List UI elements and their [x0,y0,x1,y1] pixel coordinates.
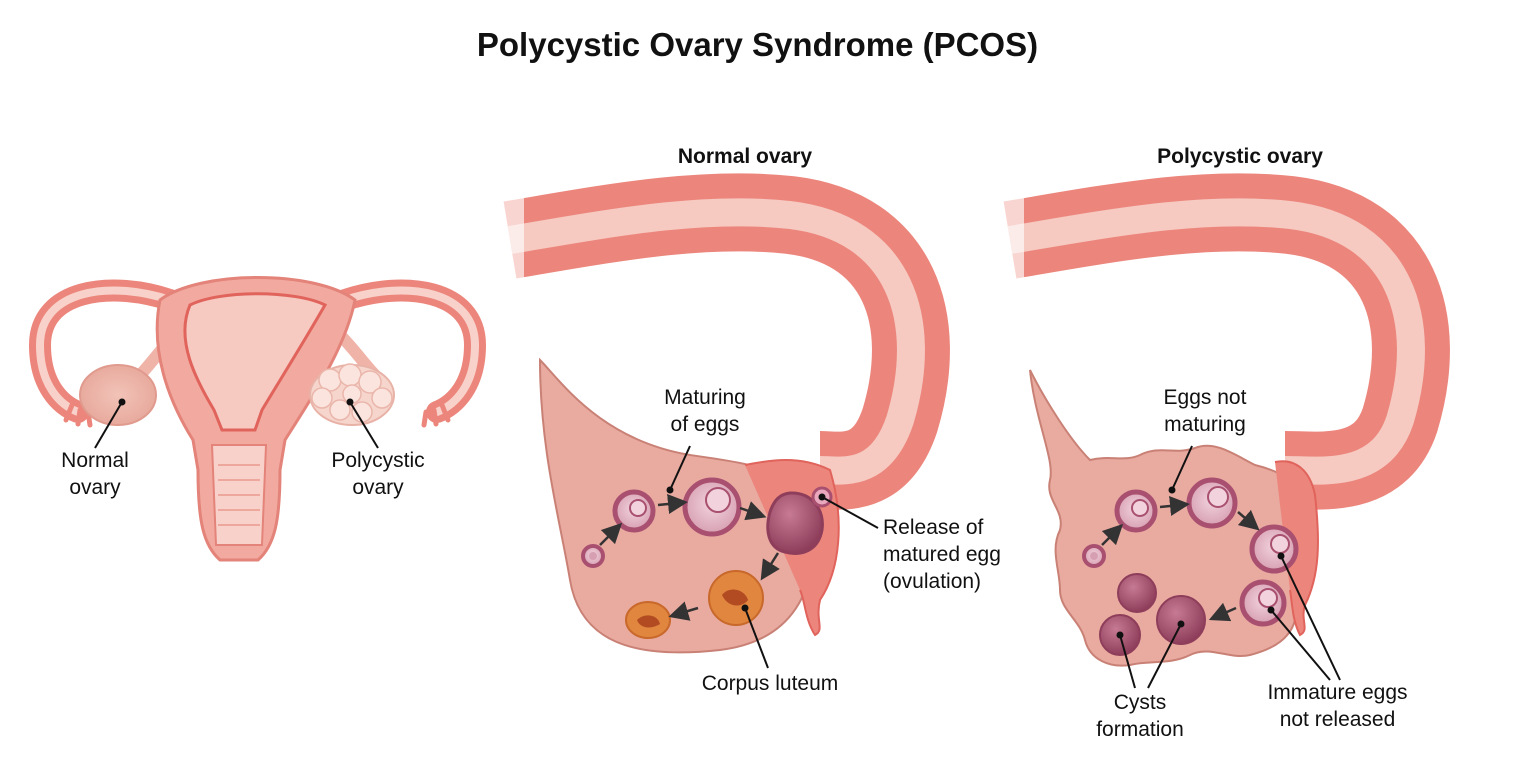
cyst-1 [1117,573,1157,613]
uterus-illustration [28,276,487,562]
normal-ovary-small [79,364,157,426]
label-corpus-luteum: Corpus luteum [701,672,839,695]
corpus-luteum-2 [625,601,671,639]
ruptured-follicle [766,491,824,555]
normal-ovary-panel [496,173,950,669]
corpus-luteum-1 [708,570,764,626]
polycystic-ovary-small [309,363,395,426]
cyst-2 [1156,595,1206,645]
polycystic-ovary-panel [996,173,1450,689]
normal-ovary-heading: Normal ovary [677,145,813,168]
polycystic-ovary-heading: Polycystic ovary [1157,145,1323,168]
page-title: Polycystic Ovary Syndrome (PCOS) [476,26,1039,63]
